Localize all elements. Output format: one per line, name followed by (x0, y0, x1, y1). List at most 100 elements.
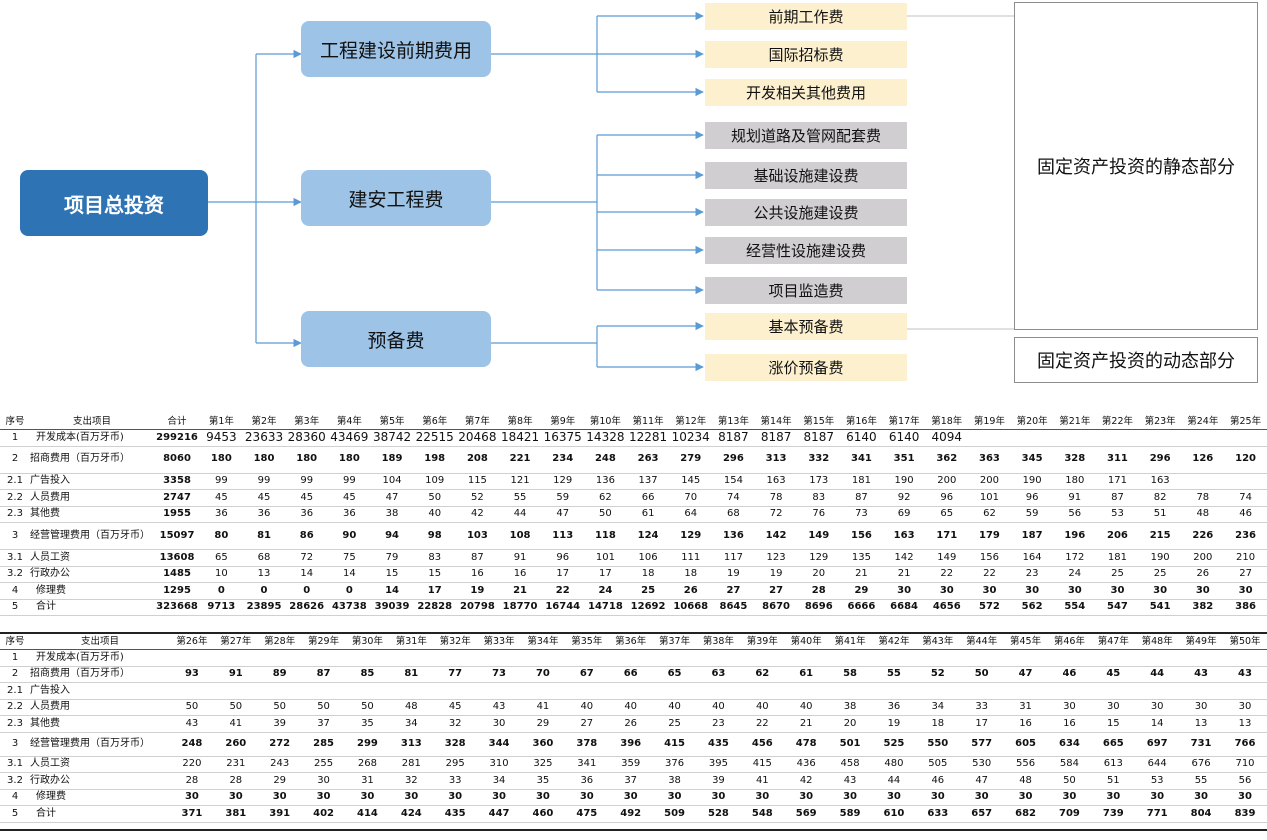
row-number: 2.1 (0, 473, 30, 490)
table-cell: 43738 (328, 599, 371, 616)
table-cell: 295 (433, 756, 478, 773)
table-cell (968, 429, 1011, 447)
table-cell: 61 (784, 666, 829, 683)
table-cell: 50 (584, 506, 627, 523)
table-cell: 415 (652, 732, 697, 757)
table-cell: 8187 (797, 429, 841, 447)
column-header: 第8年 (498, 414, 542, 430)
row-total: 8060 (154, 446, 201, 474)
table-cell: 325 (521, 756, 565, 773)
table-cell: 50 (413, 489, 457, 507)
table-cell: 22515 (413, 429, 457, 447)
table-cell: 30 (1181, 582, 1225, 600)
column-header: 第11年 (626, 414, 670, 430)
table-cell: 40 (652, 699, 697, 716)
table-cell: 120 (1224, 446, 1267, 474)
table-cell: 0 (328, 582, 371, 600)
table-cell: 17 (584, 566, 627, 583)
table-cell (521, 682, 565, 700)
table-cell: 77 (433, 666, 478, 683)
table-cell: 10 (200, 566, 243, 583)
table-cell: 180 (1053, 473, 1097, 490)
table-cell: 14328 (584, 429, 627, 447)
table-cell: 36 (242, 506, 286, 523)
table-cell: 22 (925, 566, 969, 583)
table-cell: 27 (564, 715, 609, 733)
table-cell: 43469 (328, 429, 371, 447)
table-cell: 13 (242, 566, 286, 583)
table-cell: 45 (285, 489, 329, 507)
table-cell: 56 (1053, 506, 1097, 523)
table-cell: 200 (968, 473, 1011, 490)
table-cell: 40 (696, 699, 741, 716)
row-number: 3.2 (0, 772, 30, 790)
row-number: 3 (0, 522, 30, 550)
table-cell: 50 (1047, 772, 1092, 790)
column-header: 序号 (0, 414, 30, 430)
table-cell (1091, 682, 1136, 700)
table-cell: 458 (828, 756, 872, 773)
table-cell: 359 (608, 756, 653, 773)
table-cell: 460 (521, 805, 565, 823)
table-cell: 332 (797, 446, 841, 474)
table-cell: 386 (1224, 599, 1267, 616)
table-cell: 30 (740, 789, 785, 806)
table-cell: 30 (696, 789, 741, 806)
table-cell: 208 (456, 446, 499, 474)
table-cell: 23 (696, 715, 741, 733)
table-cell: 52 (915, 666, 960, 683)
connector-lines (208, 11, 1014, 372)
table-cell: 731 (1179, 732, 1223, 757)
table-cell: 435 (696, 732, 741, 757)
table-cell: 99 (200, 473, 243, 490)
table-cell: 30 (521, 789, 565, 806)
table-cell: 8187 (754, 429, 798, 447)
table-cell (608, 682, 653, 700)
table-cell: 281 (389, 756, 434, 773)
table-cell: 13 (1179, 715, 1223, 733)
table-cell: 142 (754, 522, 798, 550)
row-label: 经营管理费用（百万牙币） (30, 732, 170, 757)
leaf-node: 规划道路及管网配套费 (705, 122, 907, 149)
table-cell (1010, 429, 1054, 447)
table-cell: 142 (882, 549, 926, 567)
table-cell: 81 (242, 522, 286, 550)
table-cell: 0 (242, 582, 286, 600)
column-header: 第1年 (200, 414, 243, 430)
row-number: 2 (0, 446, 30, 474)
table-cell: 72 (285, 549, 329, 567)
table-cell: 32 (389, 772, 434, 790)
table-cell (1224, 473, 1267, 490)
table-cell: 18770 (498, 599, 542, 616)
table-cell: 33 (433, 772, 478, 790)
table-cell: 156 (840, 522, 883, 550)
table-cell: 74 (1224, 489, 1267, 507)
table-cell: 117 (712, 549, 755, 567)
table-cell: 40 (740, 699, 785, 716)
table-cell: 53 (1135, 772, 1180, 790)
table-cell: 53 (1096, 506, 1139, 523)
table-cell: 145 (669, 473, 713, 490)
table-cell: 530 (959, 756, 1004, 773)
table-cell: 46 (1047, 666, 1092, 683)
table-cell: 180 (285, 446, 329, 474)
table-cell: 92 (882, 489, 926, 507)
table-cell: 4656 (925, 599, 969, 616)
table-cell: 6666 (840, 599, 883, 616)
table-cell: 64 (669, 506, 713, 523)
table-cell: 30 (170, 789, 214, 806)
table-cell: 121 (498, 473, 542, 490)
table-cell: 633 (915, 805, 960, 823)
table-cell: 96 (1010, 489, 1054, 507)
table-cell: 136 (584, 473, 627, 490)
table-cell: 236 (1224, 522, 1267, 550)
table-cell: 475 (564, 805, 609, 823)
table-header-row: 序号支出项目合计第1年第2年第3年第4年第5年第6年第7年第8年第9年第10年第… (0, 414, 1267, 430)
row-label: 开发成本(百万牙币) (30, 429, 155, 447)
table-cell: 30 (564, 789, 609, 806)
